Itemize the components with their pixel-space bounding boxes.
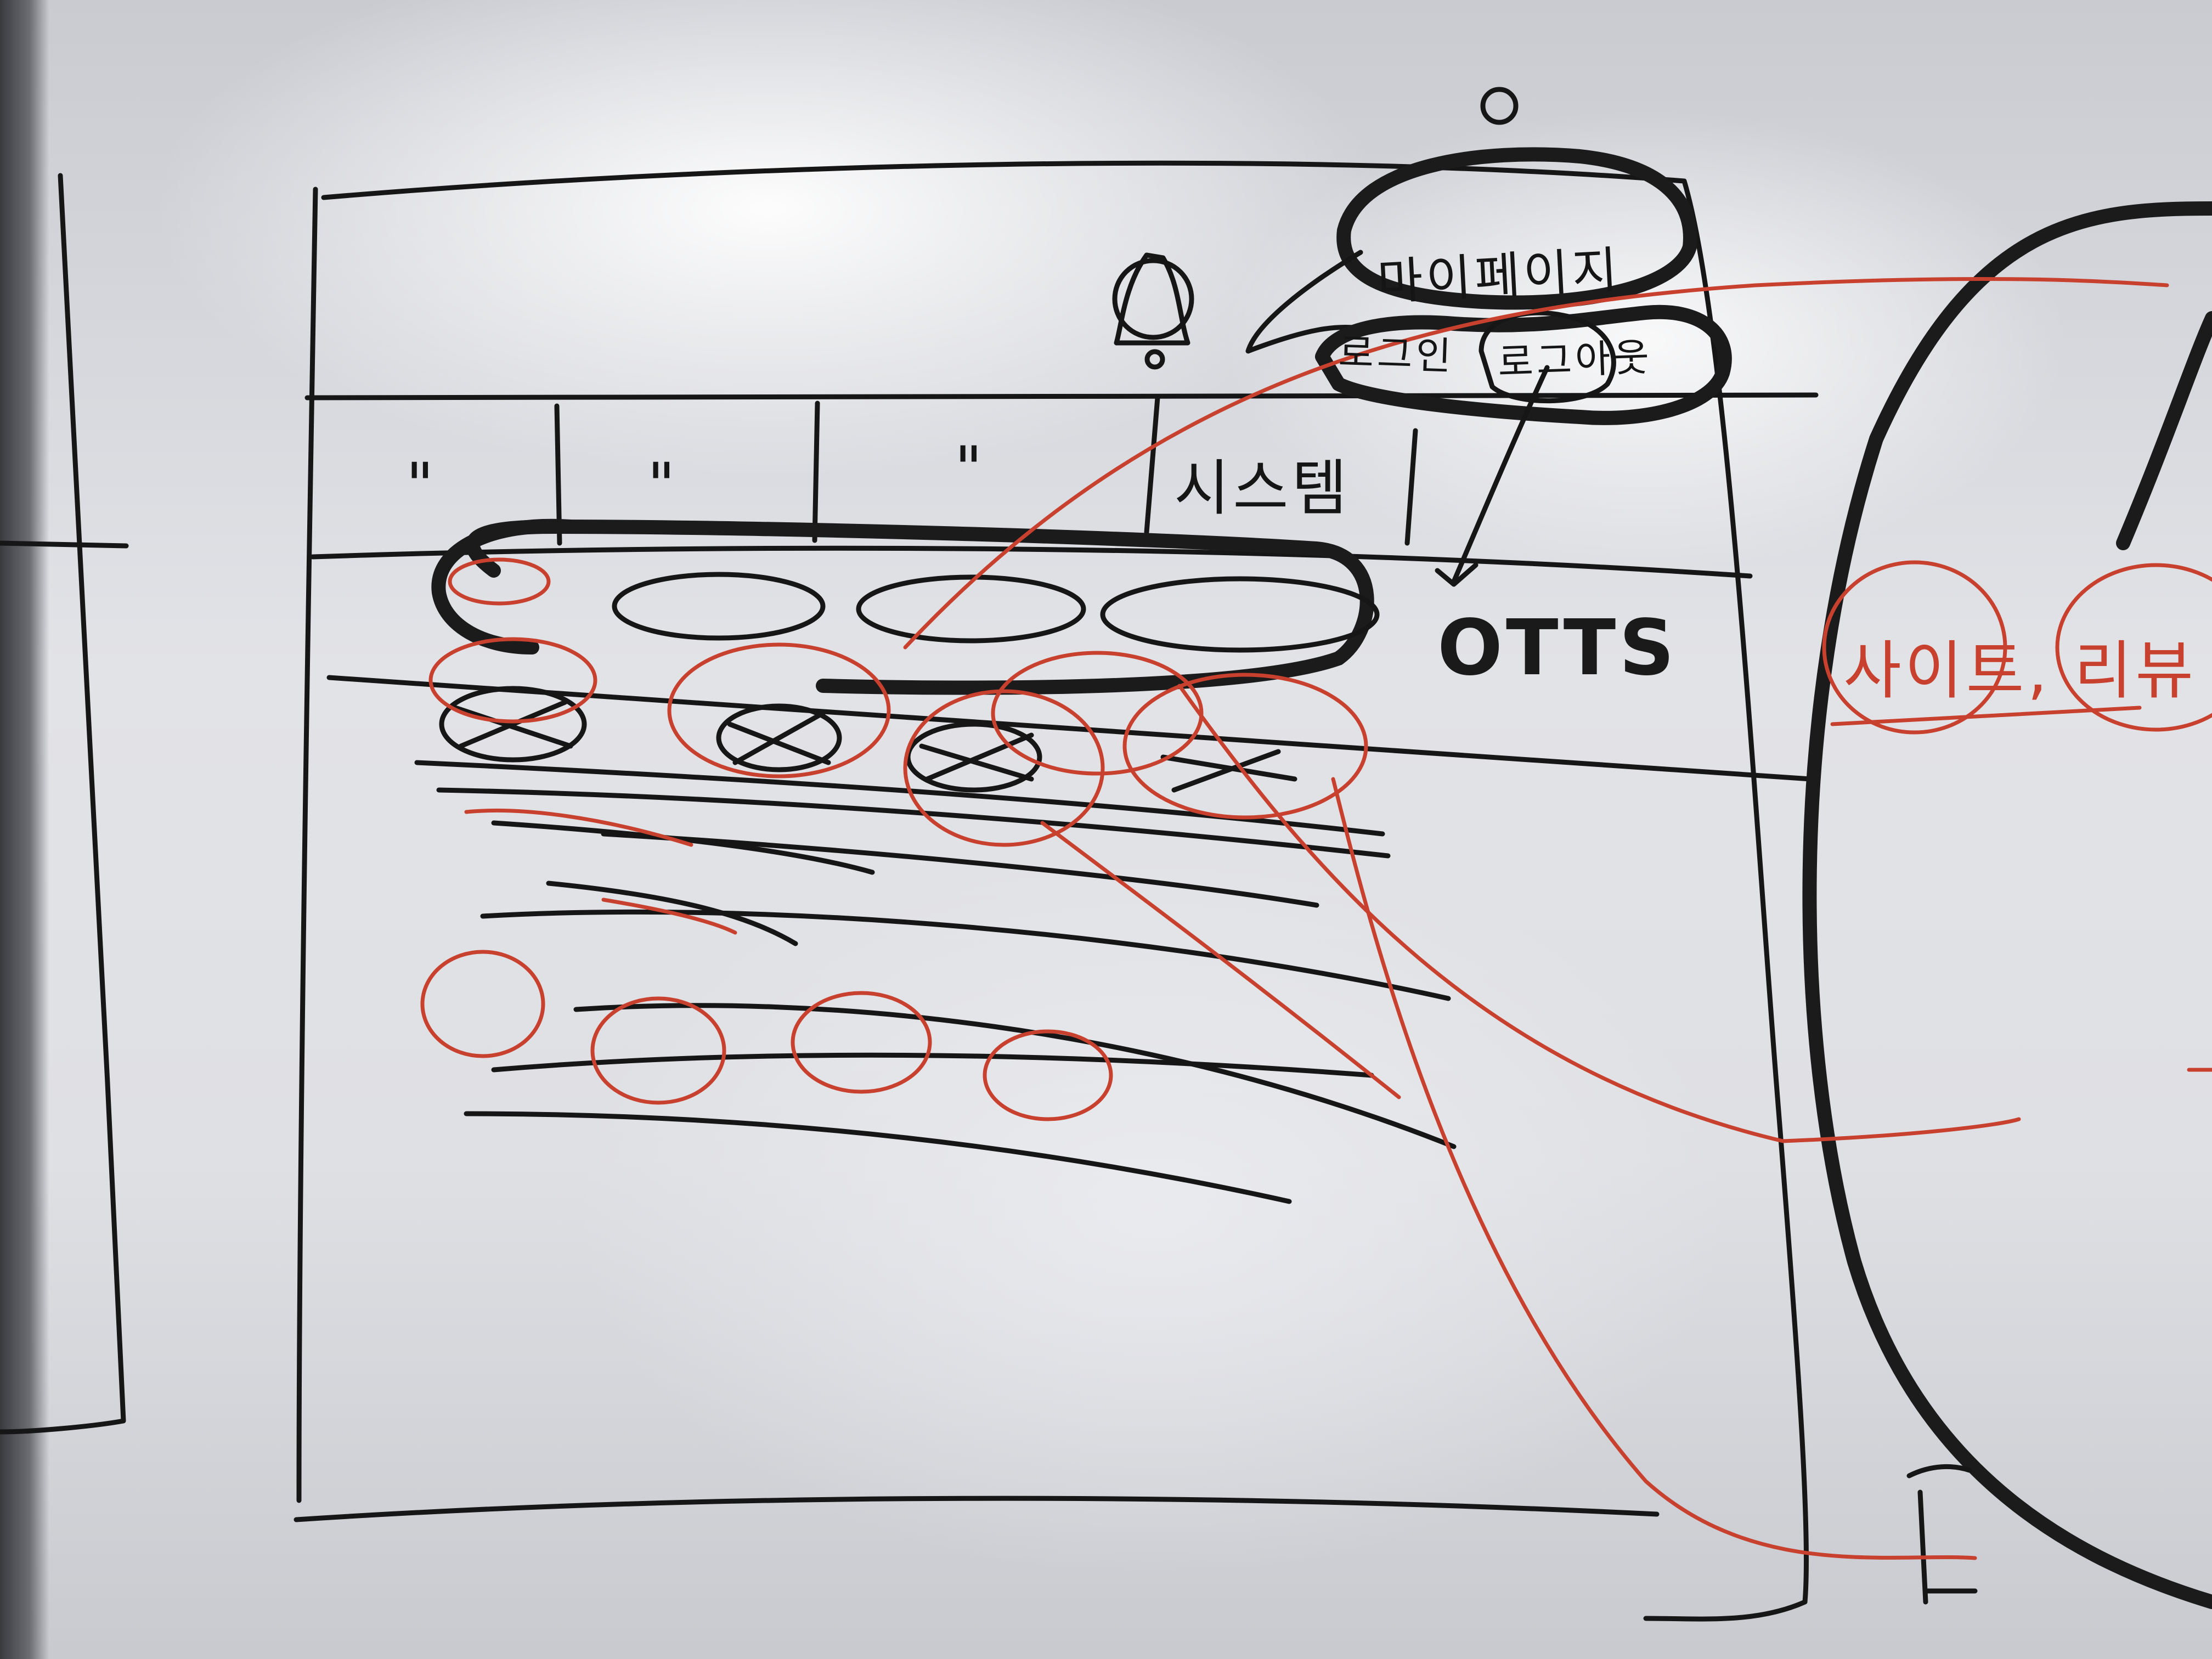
red-circle-4 bbox=[1122, 673, 1368, 820]
tab-label-system: 시스템 bbox=[1174, 453, 1351, 523]
card-cross-2 bbox=[727, 710, 831, 765]
red-dot-row-1 bbox=[420, 950, 545, 1058]
red-connector-top bbox=[903, 276, 2169, 650]
tab-separator-2 bbox=[812, 400, 820, 543]
board-frame-edge bbox=[0, 0, 49, 1659]
category-pill-3 bbox=[1100, 576, 1380, 653]
side-panel-inner-stroke bbox=[2116, 311, 2212, 550]
side-annotation: 사이트, 리뷰 bbox=[1843, 634, 2197, 708]
red-side-circle-1 bbox=[1822, 560, 2007, 735]
left-panel-divider bbox=[0, 540, 129, 549]
category-pill-2 bbox=[856, 574, 1086, 644]
red-side-circle-2 bbox=[2055, 563, 2212, 732]
mypage-label: 마이페이지 bbox=[1376, 241, 1622, 312]
red-dot-row-2 bbox=[590, 996, 726, 1105]
red-circle-6 bbox=[448, 557, 551, 606]
list-line-5 bbox=[480, 909, 1451, 1001]
red-connector-down bbox=[1331, 777, 1977, 1560]
card-thumb-2 bbox=[716, 703, 842, 772]
red-circle-2 bbox=[667, 642, 891, 778]
card-cross-4 bbox=[1160, 749, 1297, 793]
tab-label-1: " bbox=[406, 450, 437, 520]
otts-annotation: OTTS bbox=[1437, 603, 1678, 693]
side-panel-bracket bbox=[1906, 1464, 1978, 1605]
list-line-8 bbox=[491, 1052, 1374, 1078]
card-cross-3 bbox=[919, 732, 1034, 782]
tab-label-3: " bbox=[955, 433, 986, 504]
wireframe-bottom-edge bbox=[294, 1496, 1660, 1522]
tabs-divider bbox=[310, 545, 1753, 579]
tab-separator-4 bbox=[1404, 428, 1418, 546]
red-connector-long bbox=[1177, 684, 2021, 1143]
wireframe-frame bbox=[321, 160, 1809, 1622]
pill-bar-left-cap bbox=[431, 518, 578, 654]
arrow-head bbox=[1435, 562, 1479, 587]
logout-label: 로그아웃 bbox=[1497, 335, 1654, 385]
wireframe-left-edge bbox=[296, 187, 318, 1503]
list-line-1 bbox=[414, 760, 1385, 837]
red-circle-1 bbox=[428, 637, 597, 724]
red-circle-5 bbox=[991, 651, 1204, 776]
list-line-7 bbox=[573, 1003, 1457, 1149]
category-pill-1 bbox=[612, 572, 826, 641]
small-circle-icon bbox=[1480, 87, 1519, 125]
list-line-6 bbox=[546, 881, 798, 946]
red-circle-3 bbox=[903, 689, 1105, 847]
red-dot-row-4 bbox=[983, 1029, 1113, 1121]
card-cross-1 bbox=[453, 699, 573, 749]
side-panel-curve bbox=[1802, 201, 2212, 1609]
list-line-4 bbox=[601, 831, 1319, 908]
red-dot-row-3 bbox=[791, 991, 932, 1094]
header-divider bbox=[304, 392, 1819, 400]
list-line-2 bbox=[436, 787, 1391, 859]
bell-icon bbox=[1112, 252, 1194, 370]
red-connector-loop bbox=[1040, 821, 1401, 1099]
red-scribble-1 bbox=[464, 809, 737, 935]
login-label: 로그인 bbox=[1338, 330, 1455, 379]
left-panel-outline bbox=[0, 173, 126, 1435]
red-side-underline bbox=[1830, 706, 2212, 1072]
tab-label-2: " bbox=[647, 450, 679, 520]
tab-separator-3 bbox=[1144, 395, 1160, 535]
card-thumb-1 bbox=[439, 686, 587, 763]
arrow-to-otts bbox=[1451, 365, 1550, 584]
list-line-9 bbox=[464, 1111, 1292, 1204]
profile-bubble bbox=[1245, 147, 1732, 425]
